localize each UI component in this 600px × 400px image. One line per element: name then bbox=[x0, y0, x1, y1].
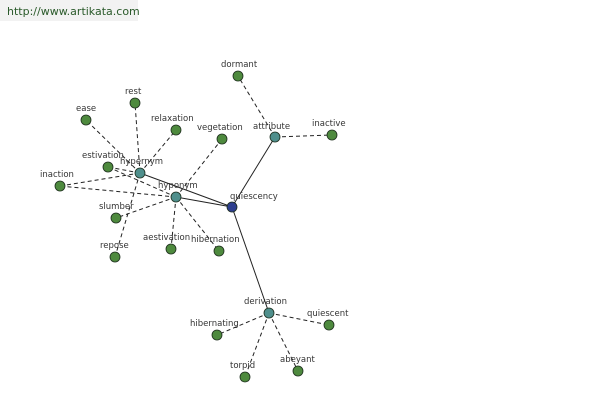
node-label-torpid[interactable]: torpid bbox=[230, 361, 255, 371]
edge-attribute-dormant bbox=[237, 75, 276, 138]
edge-attribute-inactive bbox=[274, 134, 333, 138]
edge-hypernym1-repose bbox=[114, 172, 141, 258]
node-label-inactive[interactable]: inactive bbox=[312, 119, 346, 129]
node-label-rest[interactable]: rest bbox=[125, 87, 142, 97]
node-estivation[interactable] bbox=[102, 161, 114, 173]
node-relaxation[interactable] bbox=[170, 124, 182, 136]
node-label-quiescency[interactable]: quiescency bbox=[230, 192, 278, 202]
edge-derivation-hibernating bbox=[216, 312, 270, 336]
node-label-relaxation[interactable]: relaxation bbox=[151, 114, 194, 124]
node-hibernating[interactable] bbox=[211, 329, 223, 341]
graph-labels: quiescency hypernym hyponym attribute deriva… bbox=[40, 60, 349, 371]
node-label-quiescent[interactable]: quiescent bbox=[307, 309, 349, 319]
node-attribute[interactable] bbox=[269, 131, 281, 143]
node-label-ease[interactable]: ease bbox=[76, 104, 96, 114]
node-label-inaction[interactable]: inaction bbox=[40, 170, 74, 180]
node-hyponym[interactable] bbox=[170, 191, 182, 203]
node-quiescent[interactable] bbox=[323, 319, 335, 331]
node-vegetation[interactable] bbox=[216, 133, 228, 145]
node-label-repose[interactable]: repose bbox=[100, 241, 129, 251]
url-bar: http://www.artikata.com bbox=[0, 0, 140, 21]
edge-hypernym1-estivation bbox=[107, 166, 141, 174]
node-label-abeyant[interactable]: abeyant bbox=[280, 355, 315, 365]
node-ease[interactable] bbox=[80, 114, 92, 126]
node-label-derivation[interactable]: derivation bbox=[244, 297, 287, 307]
edge-hyponym-vegetation bbox=[175, 138, 223, 198]
edge-quiescency-attribute bbox=[231, 136, 276, 208]
node-dormant[interactable] bbox=[232, 70, 244, 82]
edge-quiescency-hyponym bbox=[175, 196, 233, 208]
node-label-vegetation[interactable]: vegetation bbox=[197, 123, 243, 133]
node-torpid[interactable] bbox=[239, 371, 251, 383]
node-label-attribute[interactable]: attribute bbox=[253, 122, 290, 132]
edge-hyponym-aestivation bbox=[170, 196, 177, 250]
edge-quiescency-hypernym1 bbox=[139, 172, 233, 208]
edge-hypernym1-ease bbox=[85, 119, 141, 174]
edge-quiescency-derivation bbox=[231, 206, 270, 314]
node-label-hibernating[interactable]: hibernating bbox=[190, 319, 239, 329]
node-quiescency[interactable] bbox=[226, 201, 238, 213]
node-hibernation[interactable] bbox=[213, 245, 225, 257]
node-label-hypernym1[interactable]: hypernym bbox=[120, 157, 163, 167]
edge-hypernym1-rest bbox=[134, 102, 141, 174]
edge-hyponym-slumber bbox=[115, 196, 177, 219]
node-hypernym1[interactable] bbox=[134, 167, 146, 179]
node-label-estivation[interactable]: estivation bbox=[82, 151, 124, 161]
node-label-hyponym[interactable]: hyponym bbox=[158, 181, 198, 191]
site-url-link[interactable]: http://www.artikata.com bbox=[7, 5, 140, 18]
node-abeyant[interactable] bbox=[292, 365, 304, 377]
node-inactive[interactable] bbox=[326, 129, 338, 141]
node-slumber[interactable] bbox=[110, 212, 122, 224]
edge-hyponym-hibernation bbox=[175, 196, 220, 252]
node-label-dormant[interactable]: dormant bbox=[221, 60, 258, 70]
graph-nodes bbox=[54, 70, 338, 383]
node-rest[interactable] bbox=[129, 97, 141, 109]
node-derivation[interactable] bbox=[263, 307, 275, 319]
edge-hypernym1-relaxation bbox=[139, 129, 177, 174]
node-repose[interactable] bbox=[109, 251, 121, 263]
node-label-slumber[interactable]: slumber bbox=[99, 202, 134, 212]
node-aestivation[interactable] bbox=[165, 243, 177, 255]
edge-hyponym-inaction bbox=[59, 185, 177, 198]
edge-derivation-torpid bbox=[244, 312, 270, 378]
node-inaction[interactable] bbox=[54, 180, 66, 192]
graph-edges bbox=[59, 75, 333, 378]
edge-hyponym-estivation bbox=[107, 166, 177, 198]
edge-derivation-quiescent bbox=[268, 312, 330, 326]
node-label-aestivation[interactable]: aestivation bbox=[143, 233, 190, 243]
node-label-hibernation[interactable]: hibernation bbox=[191, 235, 240, 245]
edge-derivation-abeyant bbox=[268, 312, 299, 372]
